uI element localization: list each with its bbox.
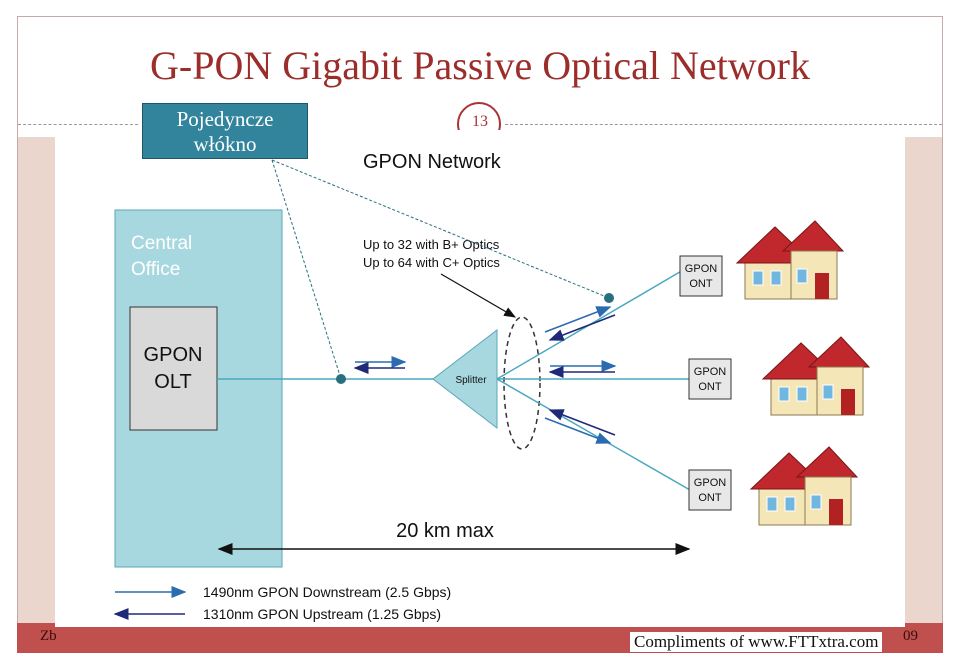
ont-3-label-1: GPON: [694, 477, 726, 489]
callout-line-1: Pojedyncze: [176, 107, 274, 131]
credit-text: Compliments of www.FTTxtra.com: [630, 632, 883, 652]
header-divider-left: [18, 124, 138, 125]
drop1-downstream-arrow: [544, 306, 612, 333]
single-fiber-callout: Pojedyncze włókno: [142, 103, 308, 159]
legend-downstream-label: 1490nm GPON Downstream (2.5 Gbps): [203, 584, 451, 600]
callout-line-2: włókno: [193, 132, 257, 156]
distance-label: 20 km max: [396, 520, 494, 542]
ont-3: GPON ONT: [688, 469, 732, 511]
drop3-downstream-arrow: [544, 417, 612, 444]
footer-left-text: Zb: [40, 628, 57, 644]
slide-title: G-PON Gigabit Passive Optical Network: [150, 43, 810, 88]
diagram-canvas: GPON Network Central Office GPON OLT Spl…: [113, 151, 871, 622]
legend-upstream-label: 1310nm GPON Upstream (1.25 Gbps): [203, 606, 441, 622]
gpon-olt-label-2: OLT: [154, 371, 191, 393]
ont-3-box: [688, 469, 732, 511]
ont-3-label-2: ONT: [698, 492, 722, 504]
ont-1-label-1: GPON: [685, 263, 717, 275]
ont-2: GPON ONT: [688, 358, 732, 400]
ont-1-box: [679, 255, 723, 297]
left-side-band: [18, 137, 55, 627]
drop1-upstream-arrow: [548, 314, 616, 341]
split-note-pointer: [440, 273, 517, 318]
header-divider-right: [505, 124, 942, 125]
house-icon: [749, 446, 859, 526]
feeder-fiber-dot: [336, 374, 346, 384]
house-icon: [761, 336, 871, 416]
central-office-label-2: Office: [131, 259, 180, 280]
ont-2-label-2: ONT: [698, 381, 722, 393]
gpon-network-diagram: GPON Network Central Office GPON OLT Spl…: [55, 137, 905, 627]
footer-right-text: 09: [903, 628, 918, 644]
drop-fiber-3: [496, 378, 691, 491]
ont-2-box: [688, 358, 732, 400]
split-note-line-2: Up to 64 with C+ Optics: [363, 255, 500, 270]
splitter-label: Splitter: [455, 375, 487, 386]
right-side-band: [905, 137, 942, 627]
gpon-olt-label-1: GPON: [144, 344, 203, 366]
ont-1-label-2: ONT: [689, 278, 713, 290]
slide-number: 13: [472, 113, 488, 130]
gpon-olt-box: [129, 306, 218, 431]
ont-2-label-1: GPON: [694, 366, 726, 378]
drop3-upstream-arrow: [548, 409, 616, 436]
drop-fiber-dot: [604, 293, 614, 303]
house-icon: [735, 220, 845, 300]
split-note-line-1: Up to 32 with B+ Optics: [363, 237, 500, 252]
slide-number-badge: 13: [457, 102, 503, 130]
split-ratio-ellipse: [503, 316, 541, 450]
central-office-label-1: Central: [131, 233, 192, 254]
diagram-heading: GPON Network: [363, 151, 502, 173]
ont-1: GPON ONT: [679, 255, 723, 297]
